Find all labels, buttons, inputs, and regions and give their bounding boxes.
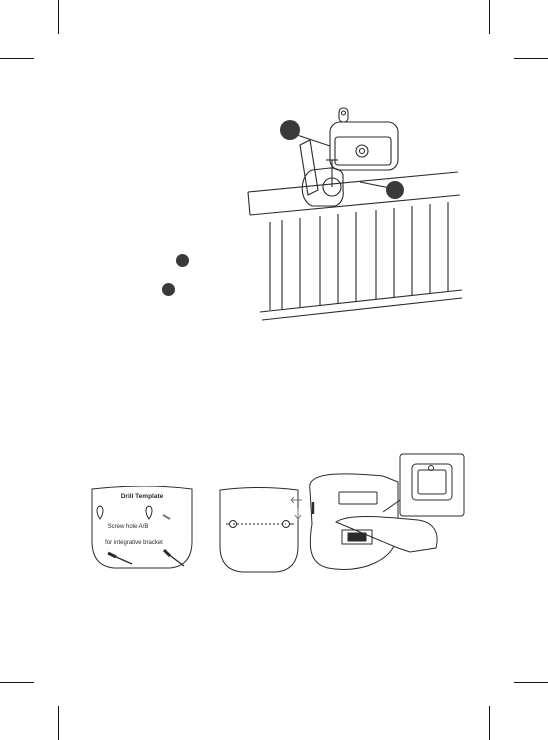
crop-mark-top-right-vertical bbox=[489, 0, 490, 34]
crop-mark-bottom-right-vertical bbox=[489, 706, 490, 740]
crop-mark-bottom-right-horizontal bbox=[514, 682, 548, 683]
crop-mark-bottom-left-horizontal bbox=[0, 682, 34, 683]
bracket-mount-illustration bbox=[218, 452, 468, 574]
crop-mark-top-right-horizontal bbox=[514, 58, 548, 59]
drill-template: Drill Template Screw hole A/B for integr… bbox=[90, 486, 200, 576]
callout-marker bbox=[162, 283, 175, 296]
crop-mark-top-left-vertical bbox=[58, 0, 59, 34]
callout-marker bbox=[176, 254, 189, 267]
crop-mark-top-left-horizontal bbox=[0, 58, 34, 59]
fence-mount-illustration bbox=[240, 100, 470, 325]
template-heading: Drill Template bbox=[121, 493, 164, 500]
crop-mark-bottom-left-vertical bbox=[58, 706, 59, 740]
template-line-1: Screw hole A/B bbox=[108, 524, 149, 530]
template-line-2: for integrative bracket bbox=[105, 540, 163, 546]
